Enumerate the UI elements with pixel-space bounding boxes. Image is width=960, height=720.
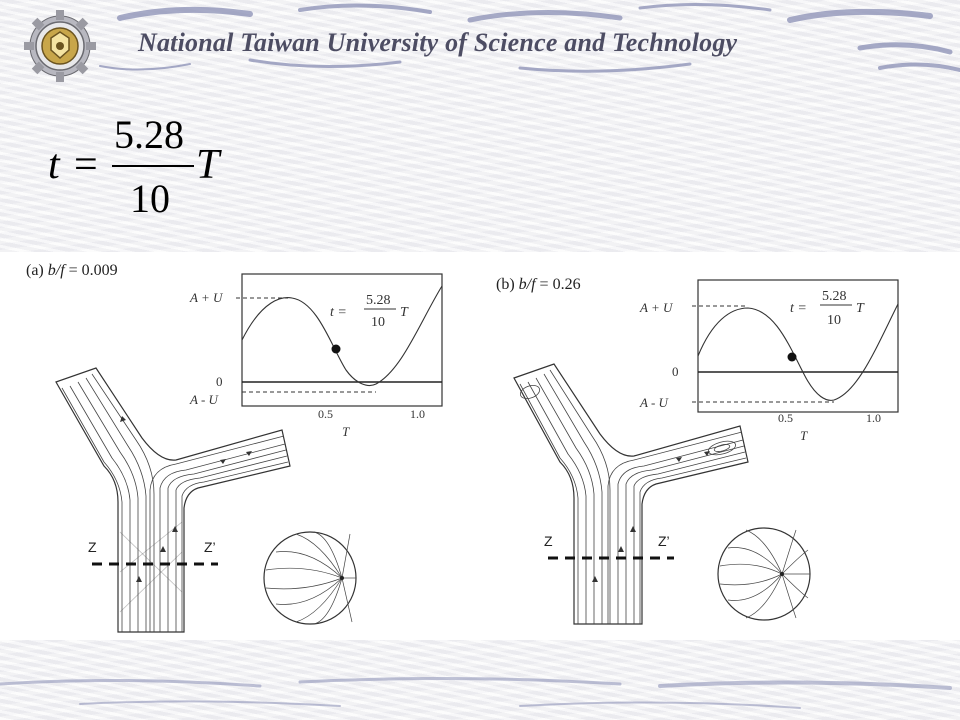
panel-b-bifurcation: Z Z’ — [513, 363, 811, 625]
header-title: National Taiwan University of Science an… — [138, 28, 738, 57]
panel-b-x-axis-label: T — [800, 428, 808, 443]
main-formula: t = 5.28 10 T — [48, 110, 248, 221]
panel-b-tick-10: 1.0 — [866, 411, 881, 425]
decorative-swirls — [99, 2, 960, 73]
panel-b-section-zprime: Z’ — [658, 533, 670, 549]
panel-a-cross-section — [263, 531, 357, 625]
panel-b-sine-curve — [697, 303, 899, 401]
panel-a-graph-frame — [241, 273, 443, 407]
panel-b-section-z: Z — [544, 533, 553, 549]
panel-b-y-lower: A - U — [639, 395, 670, 410]
panel-b-inset-num: 5.28 — [822, 289, 847, 304]
panel-a-sine-curve — [241, 285, 443, 387]
formula-denominator: 10 — [130, 176, 170, 220]
formula-numerator: 5.28 — [114, 112, 184, 157]
panel-a-y-zero: 0 — [216, 374, 223, 389]
formula-equals: = — [74, 142, 98, 188]
figure-panel: (a) b/f = 0.009 (b) b/f = 0.26 A + U 0 A… — [0, 252, 960, 640]
panel-b-inset-den: 10 — [827, 313, 841, 328]
panel-a-inset-t: t = — [330, 305, 347, 320]
figure-drawing: A + U 0 A - U 0.5 1.0 T t = 5.28 10 T — [55, 273, 899, 633]
formula-lhs: t — [48, 142, 61, 188]
panel-a-tick-05: 0.5 — [318, 407, 333, 421]
panel-a-bifurcation: Z Z’ — [55, 367, 357, 633]
panel-a-section-zprime: Z’ — [204, 539, 216, 555]
panel-b-tick-05: 0.5 — [778, 411, 793, 425]
panel-b-y-zero: 0 — [672, 364, 679, 379]
header-band: National Taiwan University of Science an… — [0, 0, 960, 82]
footer-swirls — [0, 676, 952, 709]
panel-b-label: (b) b/f = 0.26 — [496, 276, 581, 293]
panel-a-inset-den: 10 — [371, 315, 385, 330]
panel-b-graph: A + U 0 A - U 0.5 1.0 T t = 5.28 10 T — [639, 279, 899, 443]
panel-b-inset-t: t = — [790, 301, 807, 316]
panel-b-y-upper: A + U — [639, 300, 674, 315]
panel-a-inset-var: T — [400, 305, 409, 320]
panel-a-marker-dot — [331, 344, 341, 354]
panel-b-cross-section — [717, 527, 811, 621]
footer-band — [0, 640, 960, 720]
panel-a-x-axis-label: T — [342, 424, 350, 439]
panel-a-y-upper: A + U — [189, 290, 224, 305]
panel-b-graph-frame — [697, 279, 899, 413]
panel-a-y-lower: A - U — [189, 392, 220, 407]
formula-variable: T — [196, 142, 222, 188]
panel-b-inset-var: T — [856, 301, 865, 316]
panel-a-tick-10: 1.0 — [410, 407, 425, 421]
panel-a-section-z: Z — [88, 539, 97, 555]
panel-a-graph: A + U 0 A - U 0.5 1.0 T t = 5.28 10 T — [189, 273, 443, 439]
university-logo — [22, 8, 98, 84]
panel-a-label: (a) b/f = 0.009 — [26, 262, 118, 279]
panel-b-marker-dot — [787, 352, 797, 362]
panel-a-inset-num: 5.28 — [366, 293, 391, 308]
